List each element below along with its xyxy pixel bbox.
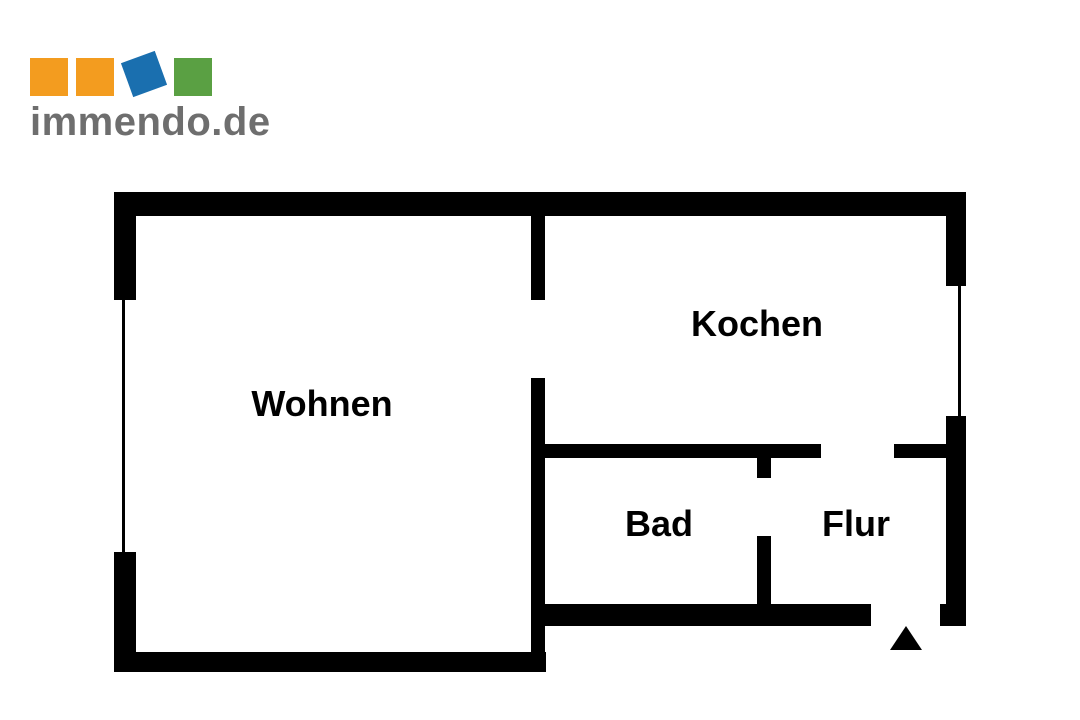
orange-square-2 bbox=[76, 58, 114, 96]
green-square bbox=[174, 58, 212, 96]
wall-bottom-wohnen bbox=[114, 652, 546, 672]
wall-top bbox=[114, 192, 966, 216]
wall-bad-flur-lower bbox=[757, 536, 771, 604]
wall-wohnen-kochen-upper bbox=[531, 216, 545, 300]
entrance-arrow-icon bbox=[890, 626, 922, 650]
wall-bottom-flur-right bbox=[940, 604, 966, 626]
room-label-kochen: Kochen bbox=[691, 303, 823, 344]
logo-text: immendo.de bbox=[30, 100, 271, 144]
wall-kochen-flur bbox=[894, 444, 966, 458]
wall-left-upper bbox=[114, 192, 136, 300]
wall-right-upper bbox=[946, 192, 966, 286]
wall-left-lower bbox=[114, 552, 136, 670]
orange-square-1 bbox=[30, 58, 68, 96]
room-label-flur: Flur bbox=[822, 503, 890, 544]
wall-right-lower bbox=[946, 416, 966, 624]
room-label-bad: Bad bbox=[625, 503, 693, 544]
immendo-logo: immendo.de bbox=[28, 50, 308, 150]
wall-kochen-bad bbox=[531, 444, 821, 458]
wall-wohnen-kochen-lower bbox=[531, 378, 545, 672]
wall-right-window bbox=[958, 286, 961, 416]
wall-bad-flur-upper bbox=[757, 458, 771, 478]
wall-left-window bbox=[122, 300, 125, 552]
room-label-wohnen: Wohnen bbox=[251, 383, 392, 424]
wall-bottom-bad bbox=[531, 604, 871, 626]
walls bbox=[114, 192, 966, 672]
